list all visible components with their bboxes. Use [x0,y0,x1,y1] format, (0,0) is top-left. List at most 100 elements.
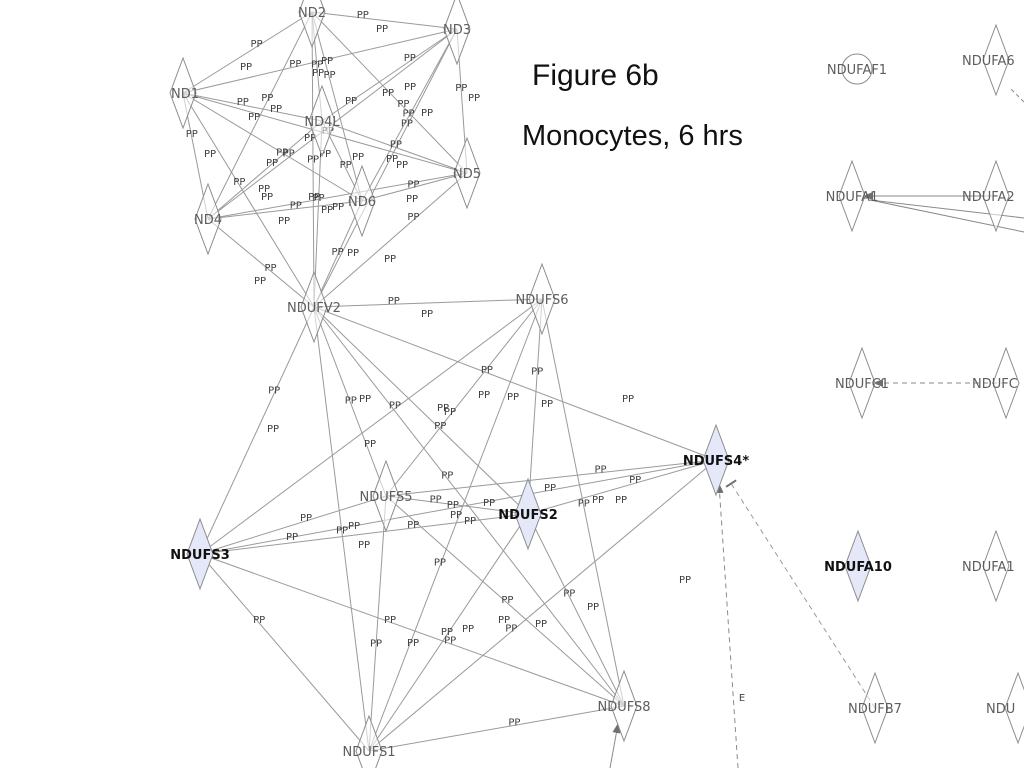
figure-subtitle: Monocytes, 6 hrs [522,120,743,152]
edge-ndufs5-ndufs3 [199,495,387,555]
edge-label: PP [434,558,446,569]
edge-ndufs5-ndufs2 [385,495,529,515]
edge-label: PP [331,247,343,258]
node-ndufx[interactable]: NDU [986,671,1024,745]
edge-label: PP [321,56,333,67]
edge-label: PP [544,483,556,494]
edge-label: PP [336,525,348,536]
edge-label: PP [253,615,265,626]
edge-label: PP [332,202,344,213]
node-nd2[interactable]: ND2 [298,0,326,49]
edge-nd4l-nd4 [207,120,323,220]
edge-label: PP [340,160,352,171]
node-ndufc2[interactable]: NDUFC [972,346,1020,420]
node-ndufs3[interactable]: NDUFS3 [170,517,230,591]
node-shape [844,529,872,603]
edge-nd2-nd5 [311,11,468,174]
node-ndufa6[interactable]: NDUFA6 [962,23,1015,97]
edge-ndufb7-ndufs4 [730,483,876,709]
edge-nd3-nd4l [321,28,458,122]
node-nd1[interactable]: ND1 [169,56,199,130]
edge-label: PP [396,160,408,171]
edge-offscreen-ndufa1 [869,199,1024,233]
node-nd5[interactable]: ND5 [453,136,481,210]
edge-label: PP [268,385,280,396]
node-ndufs4[interactable]: NDUFS4* [683,423,750,497]
node-nd6[interactable]: ND6 [348,164,376,238]
edge-label: PP [541,399,553,410]
node-ndufa10[interactable]: NDUFA10 [824,529,892,603]
edge-label: PP [679,575,691,586]
edge-label: PP [441,627,453,638]
node-ndufs2[interactable]: NDUFS2 [498,477,558,551]
node-ndufs8[interactable]: NDUFS8 [597,669,651,743]
edge-label: PP [535,619,547,630]
node-label: NDUFS5 [359,490,412,505]
node-ndufa2[interactable]: NDUFA2 [962,159,1015,233]
node-ndufc1[interactable]: NDUFC1 [835,346,889,420]
edge-label: E [739,693,745,704]
node-label: NDUFB7 [848,702,902,717]
edge-ndufv2-ndufs6 [313,298,543,308]
edge-ndufv2-ndufs1 [313,306,370,752]
node-ndufa11[interactable]: NDUFA1 [962,529,1015,603]
node-ndufs1[interactable]: NDUFS1 [342,714,396,768]
edge-label: PP [348,521,360,532]
edge-nd2-nd6 [311,11,363,202]
edge-label: PP [531,366,543,377]
edge-nd1-nd4l [182,92,323,122]
node-nd4[interactable]: ND4 [194,182,222,256]
node-label: NDUFS1 [342,745,395,760]
node-shape [841,53,873,85]
edge-offscreen-ndufa6 [1009,87,1024,103]
node-label: NDUFS4* [683,454,750,469]
node-label: ND5 [453,167,481,182]
edge-offscreen-ndufs4 [715,483,739,768]
node-label: ND4L [304,115,340,130]
edge-label: PP [323,70,335,81]
edge-nd2-nd3 [311,11,458,30]
node-ndufv2[interactable]: NDUFV2 [287,270,341,344]
edge-nd5-nd4 [207,172,468,220]
edge-label: PP [386,154,398,165]
edge-ndufs8-ndufs1 [368,705,625,752]
edge-nd3-nd6 [361,28,458,202]
edge-label: PP [345,395,357,406]
node-ndufs6[interactable]: NDUFS6 [515,262,569,336]
edge-label: PP [311,60,323,71]
edge-label: PP [319,149,331,160]
edge-label: PP [563,589,575,600]
node-nd3[interactable]: ND3 [443,0,471,66]
edge-ndufv2-ndufs3 [199,306,315,555]
edge-label: PP [283,149,295,160]
edge-ndufv2-ndufs2 [313,306,529,515]
node-label: NDUFS6 [515,293,568,308]
node-ndufa1[interactable]: NDUFA1 [826,159,879,233]
edge-nd2-nd1 [182,11,313,94]
node-label: NDU [986,702,1015,717]
node-shape [453,136,481,210]
edge-label: PP [404,53,416,64]
edge-label: PP [407,212,419,223]
node-label: NDUFA1 [962,560,1015,575]
node-ndufaf1[interactable]: NDUFAF1 [827,53,887,85]
node-label: ND3 [443,23,471,38]
node-ndufb7[interactable]: NDUFB7 [848,671,902,745]
node-nd4l[interactable]: ND4L [304,84,340,158]
edge-label: PP [406,194,418,205]
edge-label: PP [352,152,364,163]
node-shape [300,270,328,344]
node-label: ND1 [171,87,199,102]
edge-label: PP [430,494,442,505]
edge-nd4-ndufv2 [207,218,315,308]
edge-label: PP [248,112,260,123]
node-ndufs5[interactable]: NDUFS5 [359,459,413,533]
edge-label: PP [384,254,396,265]
edge-label: PP [629,475,641,486]
edge-label: PP [290,201,302,212]
node-shape [186,517,214,591]
node-shape [702,423,730,497]
edge-label: PP [483,498,495,509]
edge-label: PP [376,24,388,35]
